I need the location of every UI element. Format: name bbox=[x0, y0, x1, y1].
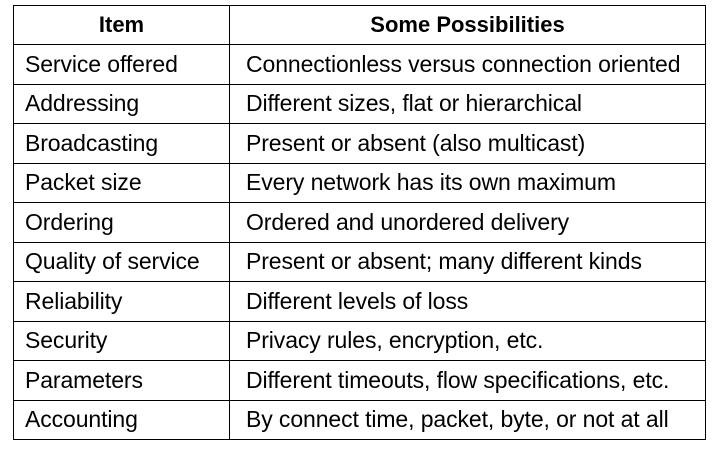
header-row: Item Some Possibilities bbox=[13, 5, 706, 45]
possibilities-cell: Present or absent; many different kinds bbox=[229, 241, 706, 282]
table-row: Accounting By connect time, packet, byte… bbox=[13, 399, 706, 440]
table-row: Ordering Ordered and unordered delivery bbox=[13, 202, 706, 243]
possibilities-cell: Privacy rules, encryption, etc. bbox=[229, 320, 706, 361]
possibilities-cell: Ordered and unordered delivery bbox=[229, 202, 706, 243]
table-row: Addressing Different sizes, flat or hier… bbox=[13, 83, 706, 124]
column-header-possibilities: Some Possibilities bbox=[229, 5, 706, 45]
item-cell: Reliability bbox=[13, 281, 230, 322]
item-cell: Quality of service bbox=[13, 241, 230, 282]
item-cell: Parameters bbox=[13, 360, 230, 401]
table-row: Packet size Every network has its own ma… bbox=[13, 162, 706, 203]
table-row: Quality of service Present or absent; ma… bbox=[13, 241, 706, 282]
possibilities-cell: By connect time, packet, byte, or not at… bbox=[229, 399, 706, 440]
item-cell: Addressing bbox=[13, 83, 230, 124]
item-cell: Broadcasting bbox=[13, 123, 230, 164]
network-differences-table: Item Some Possibilities Service offered … bbox=[13, 5, 706, 440]
table-row: Service offered Connectionless versus co… bbox=[13, 44, 706, 85]
table-row: Broadcasting Present or absent (also mul… bbox=[13, 123, 706, 164]
item-cell: Ordering bbox=[13, 202, 230, 243]
item-cell: Accounting bbox=[13, 399, 230, 440]
item-cell: Security bbox=[13, 320, 230, 361]
table-row: Parameters Different timeouts, flow spec… bbox=[13, 360, 706, 401]
table-row: Security Privacy rules, encryption, etc. bbox=[13, 320, 706, 361]
item-cell: Service offered bbox=[13, 44, 230, 85]
table-row: Reliability Different levels of loss bbox=[13, 281, 706, 322]
possibilities-cell: Different levels of loss bbox=[229, 281, 706, 322]
possibilities-cell: Different timeouts, flow specifications,… bbox=[229, 360, 706, 401]
possibilities-cell: Present or absent (also multicast) bbox=[229, 123, 706, 164]
column-header-item: Item bbox=[13, 5, 230, 45]
item-cell: Packet size bbox=[13, 162, 230, 203]
possibilities-cell: Different sizes, flat or hierarchical bbox=[229, 83, 706, 124]
possibilities-cell: Connectionless versus connection oriente… bbox=[229, 44, 706, 85]
possibilities-cell: Every network has its own maximum bbox=[229, 162, 706, 203]
